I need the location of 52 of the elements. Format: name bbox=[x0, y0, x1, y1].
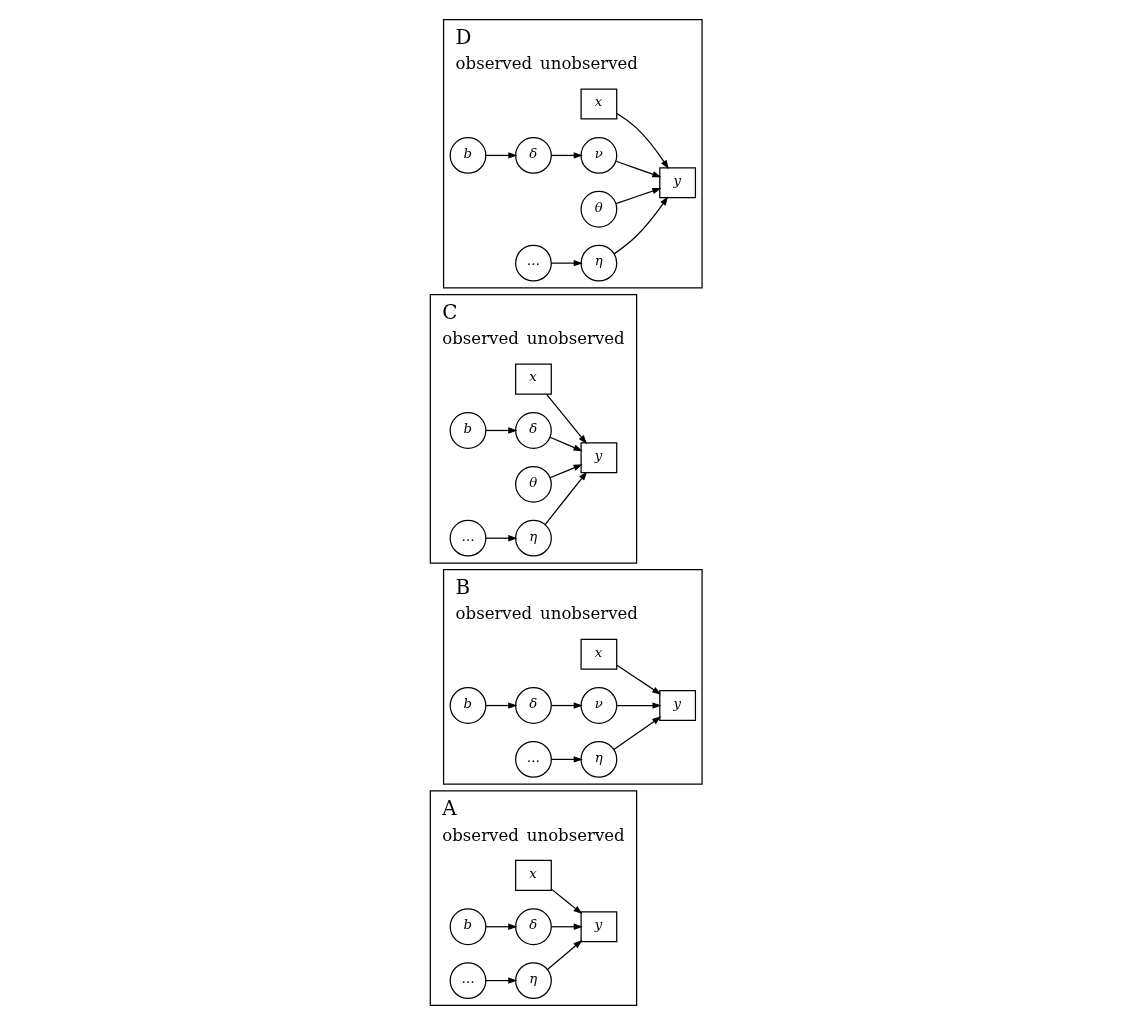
node-circle: ν bbox=[580, 687, 618, 724]
arrow bbox=[546, 939, 583, 971]
arrow bbox=[616, 664, 662, 695]
node-box: x bbox=[580, 88, 618, 120]
node-circle: θ bbox=[515, 465, 552, 503]
node-circle: ν bbox=[580, 137, 618, 174]
node-box: x bbox=[515, 363, 552, 395]
node-box: y bbox=[659, 167, 697, 199]
node-circle: δ bbox=[515, 137, 552, 174]
node-box: y bbox=[659, 690, 697, 722]
node-circle: θ bbox=[580, 190, 618, 228]
arrow bbox=[485, 702, 518, 709]
node-circle: δ bbox=[515, 687, 552, 724]
arrow bbox=[613, 716, 662, 751]
node-circle: … bbox=[515, 740, 552, 778]
arrow bbox=[545, 393, 587, 445]
arrow bbox=[550, 756, 583, 763]
arrow bbox=[485, 977, 518, 984]
node-circle: … bbox=[449, 962, 487, 1000]
arrow bbox=[615, 160, 662, 178]
node-circle: b bbox=[449, 137, 487, 174]
arrow bbox=[615, 188, 662, 205]
arrow bbox=[485, 427, 518, 434]
arrow bbox=[550, 152, 583, 159]
node-circle: η bbox=[580, 740, 618, 778]
node-box: y bbox=[580, 911, 618, 943]
arrow bbox=[550, 702, 583, 709]
arrow bbox=[549, 436, 583, 452]
node-box: x bbox=[580, 638, 618, 670]
node-circle: δ bbox=[515, 908, 552, 946]
node-box: x bbox=[515, 859, 552, 891]
arrow bbox=[544, 471, 588, 526]
arrow bbox=[550, 259, 583, 267]
arrow bbox=[485, 152, 518, 159]
arrow bbox=[485, 923, 518, 930]
arrow bbox=[550, 888, 583, 915]
node-circle: b bbox=[449, 412, 487, 449]
arrow bbox=[550, 923, 583, 930]
node-circle: … bbox=[515, 244, 552, 282]
node-circle: η bbox=[515, 519, 552, 557]
node-circle: δ bbox=[515, 412, 552, 449]
node-circle: η bbox=[580, 244, 618, 282]
arrow bbox=[485, 535, 518, 542]
node-circle: … bbox=[449, 519, 487, 557]
arrow bbox=[549, 464, 583, 479]
arrow bbox=[616, 112, 669, 170]
node-circle: b bbox=[449, 687, 487, 724]
node-circle: b bbox=[449, 908, 487, 946]
arrow bbox=[613, 196, 669, 255]
node-box: y bbox=[580, 442, 618, 474]
node-circle: η bbox=[515, 962, 552, 1000]
arrow bbox=[616, 702, 662, 709]
